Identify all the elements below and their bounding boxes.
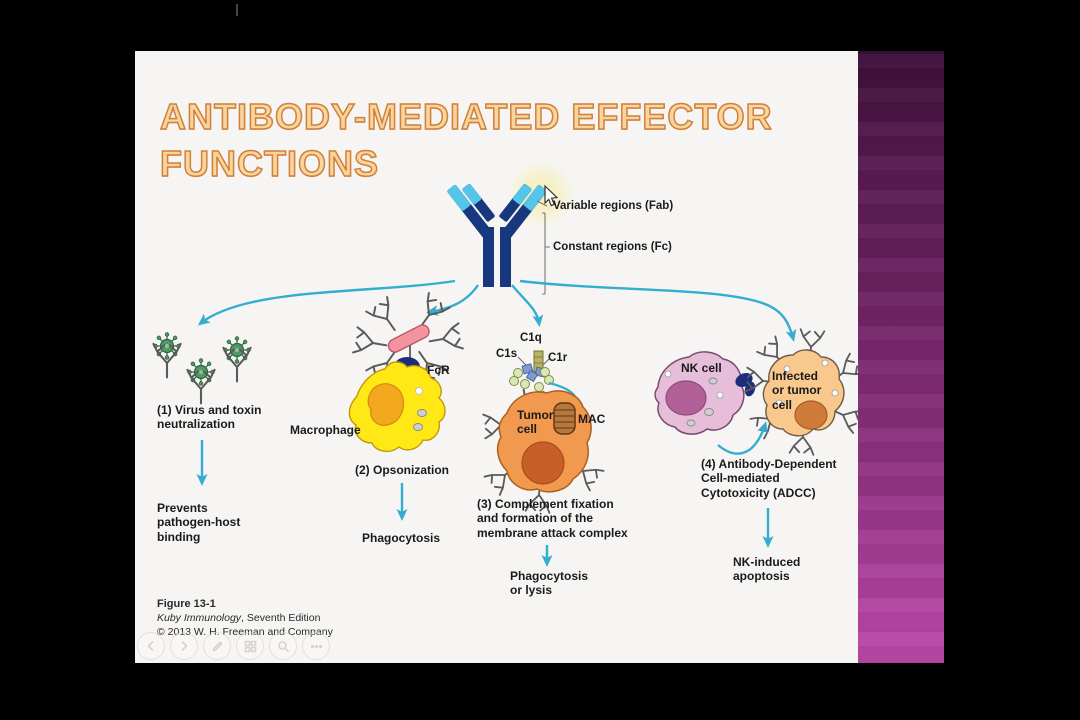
- slide-title: ANTIBODY-MEDIATED EFFECTOR FUNCTIONS: [159, 93, 800, 187]
- bacterium-icon: [387, 324, 430, 353]
- variable-regions-label: Variable regions (Fab): [553, 200, 674, 212]
- branch2-title: (2) Opsonization: [355, 463, 449, 477]
- nk-nucleus: [665, 380, 707, 416]
- slide-title-line1: ANTIBODY-MEDIATED EFFECTOR: [159, 95, 773, 138]
- fcr-label: FcR: [427, 363, 450, 377]
- outcome-arrows: [196, 440, 774, 567]
- slide-accent-strip: [858, 51, 944, 663]
- c1s-label: C1s: [496, 348, 518, 360]
- slides-grid-icon: [244, 640, 256, 652]
- presenter-toolbar: [137, 632, 330, 660]
- constant-regions-label: Constant regions (Fc): [553, 241, 672, 253]
- zoom-slide-button[interactable]: [269, 632, 297, 660]
- next-slide-button[interactable]: [170, 632, 198, 660]
- more-options-button[interactable]: [302, 632, 330, 660]
- pen-tools-button[interactable]: [203, 632, 231, 660]
- branch1-outcome: Prevents pathogen-host binding: [157, 501, 241, 544]
- antibody-figure: [447, 183, 550, 295]
- magnifier-icon: [277, 640, 289, 652]
- presentation-slide: ANTIBODY-MEDIATED EFFECTOR FUNCTIONS: [135, 51, 944, 663]
- branch-arrows: [197, 279, 797, 342]
- slide-title-line2: FUNCTIONS: [159, 142, 379, 185]
- book-title: Kuby Immunology, Seventh Edition: [157, 612, 321, 624]
- chevron-right-icon: [181, 641, 188, 651]
- branch4-outcome: NK-induced apoptosis: [733, 555, 801, 584]
- previous-slide-button[interactable]: [137, 632, 165, 660]
- mac-label: MAC: [578, 412, 606, 426]
- diagram-labels: Variable regions (Fab) Constant regions …: [135, 51, 858, 663]
- ellipsis-icon: [310, 644, 322, 648]
- complement-art: [482, 350, 605, 514]
- figure-number: Figure 13-1: [157, 598, 216, 610]
- infected-nucleus: [794, 400, 828, 430]
- opsonization-art: [348, 291, 464, 453]
- branch1-title: (1) Virus and toxin neutralization: [157, 403, 262, 432]
- pen-icon: [212, 641, 222, 651]
- branch3-title: (3) Complement fixation and formation of…: [477, 497, 628, 540]
- nk-cell-label: NK cell: [681, 361, 722, 375]
- branch3-outcome: Phagocytosis or lysis: [510, 569, 589, 598]
- infected-cell-label: Infected or tumor cell: [772, 369, 822, 412]
- branch2-outcome: Phagocytosis: [362, 531, 441, 545]
- tumor-cell-label: Tumor cell: [517, 408, 554, 437]
- mac-complex-icon: [553, 402, 576, 435]
- macrophage-nucleus: [367, 383, 404, 426]
- branch4-title: (4) Antibody-Dependent Cell-mediated Cyt…: [701, 457, 837, 500]
- immunology-diagram: [152, 160, 858, 567]
- adcc-art: [654, 328, 858, 456]
- tumor-nucleus: [521, 441, 565, 485]
- all-slides-button[interactable]: [236, 632, 264, 660]
- video-artifact: [236, 4, 238, 16]
- c1q-label: C1q: [520, 332, 542, 344]
- c1r-label: C1r: [548, 352, 568, 364]
- macrophage-label: Macrophage: [290, 423, 361, 437]
- chevron-left-icon: [147, 641, 154, 651]
